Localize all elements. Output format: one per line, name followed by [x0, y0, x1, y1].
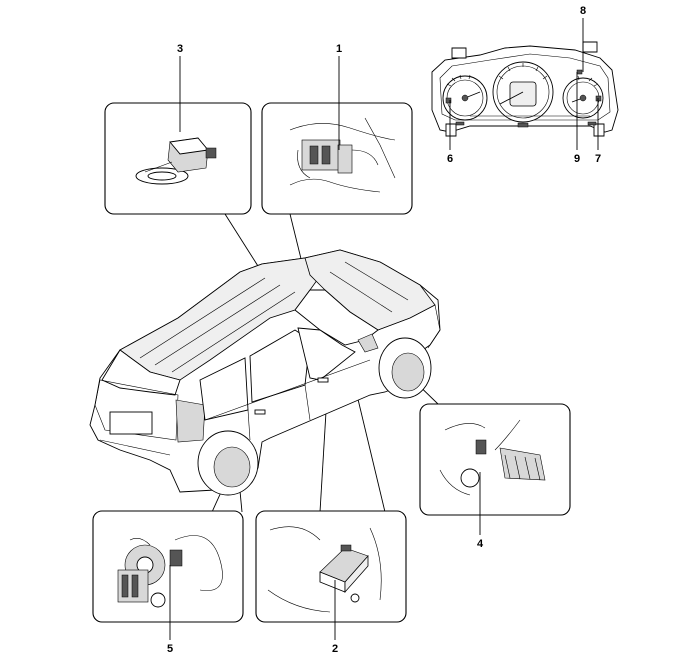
- vehicle-suv: [89, 249, 441, 496]
- detail-box-1: [261, 102, 413, 215]
- instrument-cluster: [431, 41, 619, 137]
- callout-3: 3: [177, 43, 183, 55]
- detail-box-3: [104, 102, 252, 215]
- callout-5: 5: [167, 643, 173, 655]
- callout-4: 4: [477, 538, 484, 550]
- callout-7: 7: [595, 153, 601, 165]
- callout-numbers: 3 1 4 5 2 6 7 8 9: [167, 5, 601, 655]
- callout-8: 8: [580, 5, 586, 17]
- callout-leaders: [169, 18, 599, 640]
- callout-1: 1: [336, 43, 342, 55]
- detail-box-2: [255, 510, 407, 623]
- callout-6: 6: [447, 153, 453, 165]
- callout-2: 2: [332, 643, 338, 655]
- callout-9: 9: [574, 153, 580, 165]
- detail-box-5: [92, 510, 244, 623]
- detail-box-4: [419, 403, 571, 516]
